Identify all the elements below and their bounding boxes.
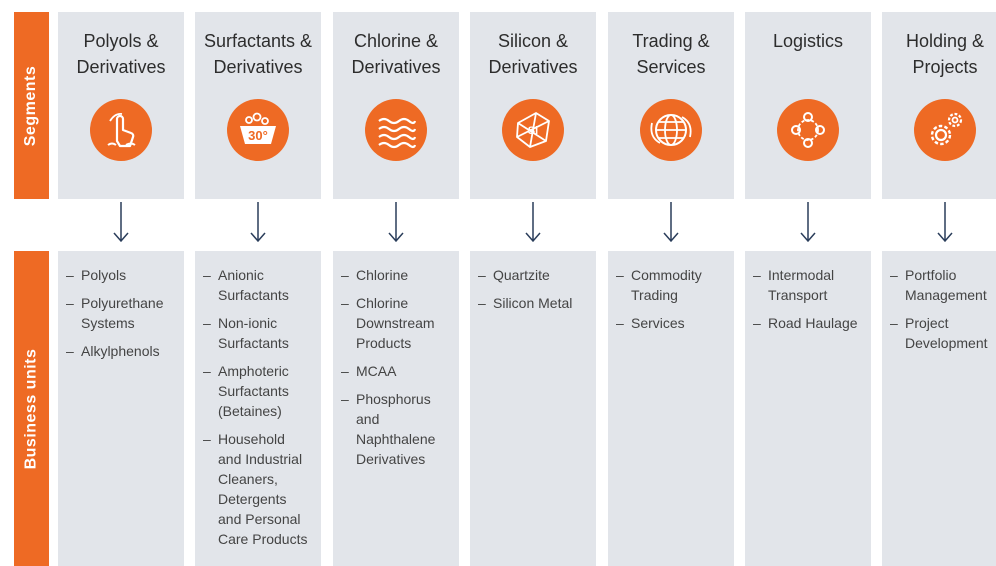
segment-title: Polyols & Derivatives [76, 31, 166, 77]
down-arrow-icon [112, 199, 130, 251]
business-units-label: Business units [22, 348, 40, 469]
waves-icon [365, 99, 427, 161]
segments-label: Segments [22, 65, 40, 146]
business-unit-list: Intermodal TransportRoad Haulage [745, 251, 871, 333]
business-unit-item: MCAA [341, 361, 459, 381]
business-units-card: PolyolsPolyurethane SystemsAlkylphenols [58, 251, 184, 566]
business-units-card: ChlorineChlorine Downstream ProductsMCAA… [333, 251, 459, 566]
business-unit-list: Anionic SurfactantsNon-ionic Surfactants… [195, 251, 321, 549]
business-unit-item: Quartzite [478, 265, 596, 285]
business-unit-item: Amphoteric Surfactants (Betaines) [203, 361, 321, 421]
business-unit-list: PolyolsPolyurethane SystemsAlkylphenols [58, 251, 184, 361]
down-arrow-icon [662, 199, 680, 251]
business-unit-item: Chlorine [341, 265, 459, 285]
segment-card: Polyols & Derivatives [58, 12, 184, 199]
wash-tub-30-icon: 30° [227, 99, 289, 161]
business-units-card: Anionic SurfactantsNon-ionic Surfactants… [195, 251, 321, 566]
route-pins-icon [777, 99, 839, 161]
down-arrow-icon [799, 199, 817, 251]
business-unit-item: Phosphorus and Naphthalene Derivatives [341, 389, 459, 469]
segment-title: Surfactants & Derivatives [203, 31, 313, 77]
segment-card: Holding & Projects [882, 12, 996, 199]
business-units-card: QuartziteSilicon Metal [470, 251, 596, 566]
gears-icon [914, 99, 976, 161]
segment-title: Logistics [772, 31, 844, 51]
segment-card: Logistics [745, 12, 871, 199]
business-unit-item: Silicon Metal [478, 293, 596, 313]
business-unit-item: Polyurethane Systems [66, 293, 184, 333]
business-unit-list: Commodity TradingServices [608, 251, 734, 333]
business-unit-item: Non-ionic Surfactants [203, 313, 321, 353]
hand-press-icon [90, 99, 152, 161]
silicon-crystal-icon: Si [502, 99, 564, 161]
business-unit-item: Alkylphenols [66, 341, 184, 361]
down-arrow-icon [524, 199, 542, 251]
business-unit-list: Portfolio ManagementProject Development [882, 251, 996, 353]
business-units-card: Commodity TradingServices [608, 251, 734, 566]
business-unit-list: ChlorineChlorine Downstream ProductsMCAA… [333, 251, 459, 469]
down-arrow-icon [936, 199, 954, 251]
icon-label: Si [528, 125, 538, 137]
business-unit-item: Project Development [890, 313, 996, 353]
business-unit-item: Commodity Trading [616, 265, 734, 305]
business-units-card: Intermodal TransportRoad Haulage [745, 251, 871, 566]
business-unit-item: Portfolio Management [890, 265, 996, 305]
icon-label: 30° [248, 128, 268, 143]
segment-card: Chlorine & Derivatives [333, 12, 459, 199]
business-unit-item: Road Haulage [753, 313, 871, 333]
business-unit-list: QuartziteSilicon Metal [470, 251, 596, 313]
down-arrow-icon [387, 199, 405, 251]
segment-title: Silicon & Derivatives [488, 31, 578, 77]
segment-title: Holding & Projects [905, 31, 985, 77]
business-unit-item: Chlorine Downstream Products [341, 293, 459, 353]
business-unit-item: Polyols [66, 265, 184, 285]
business-units-tab: Business units [14, 251, 49, 566]
business-unit-item: Intermodal Transport [753, 265, 871, 305]
down-arrow-icon [249, 199, 267, 251]
segment-card: Trading & Services [608, 12, 734, 199]
segment-title: Trading & Services [632, 31, 710, 77]
segments-tab: Segments [14, 12, 49, 199]
business-unit-item: Household and Industrial Cleaners, Deter… [203, 429, 321, 549]
business-unit-item: Services [616, 313, 734, 333]
business-units-card: Portfolio ManagementProject Development [882, 251, 996, 566]
globe-icon [640, 99, 702, 161]
segment-title: Chlorine & Derivatives [351, 31, 441, 77]
segment-card: Surfactants & Derivatives 30° [195, 12, 321, 199]
business-unit-item: Anionic Surfactants [203, 265, 321, 305]
